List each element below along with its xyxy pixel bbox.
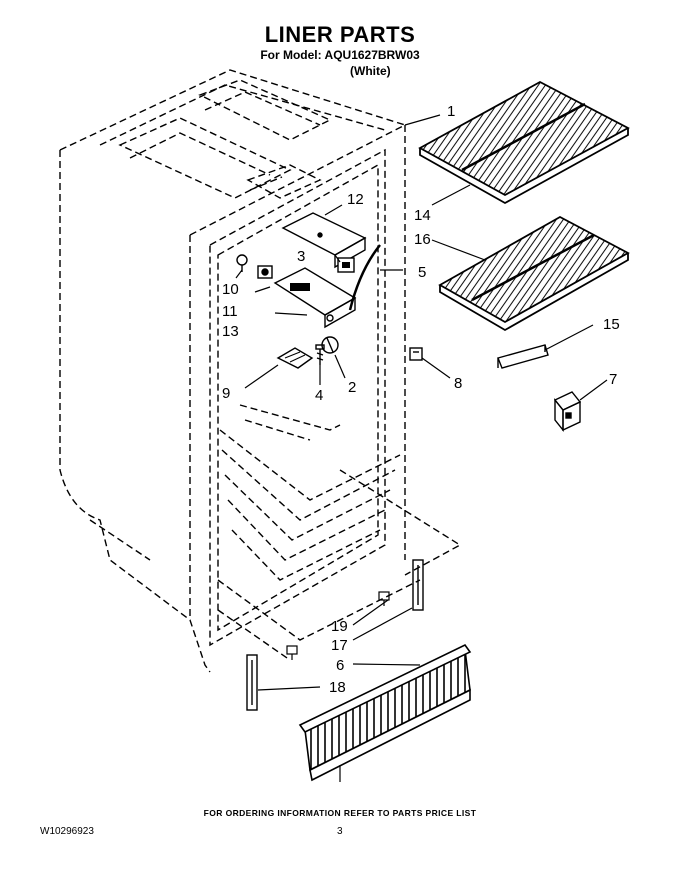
callout-19: 19	[331, 618, 348, 635]
switch-3	[337, 257, 355, 273]
rail-18	[246, 654, 258, 711]
callout-4: 4	[315, 387, 323, 404]
callout-6: 6	[336, 657, 344, 674]
wire-shelf-16	[438, 215, 630, 332]
cabinet-outline	[59, 69, 462, 673]
model-color: (White)	[350, 64, 391, 78]
callout-13: 13	[222, 323, 239, 340]
callout-2: 2	[348, 379, 356, 396]
block-7	[553, 391, 582, 432]
bulb-10	[236, 254, 248, 272]
basket-6	[298, 643, 472, 782]
callout-17: 17	[331, 637, 348, 654]
screw-4	[315, 344, 325, 365]
document-number: W10296923	[40, 826, 94, 837]
rail-17	[412, 559, 424, 611]
callout-10: 10	[222, 281, 239, 298]
harness-5	[348, 244, 381, 311]
callout-5: 5	[418, 264, 426, 281]
callout-16: 16	[414, 231, 431, 248]
callout-18: 18	[329, 679, 346, 696]
socket-11	[257, 265, 273, 279]
light-shield-12	[281, 212, 367, 269]
ordering-note: FOR ORDERING INFORMATION REFER TO PARTS …	[203, 808, 477, 818]
wire-shelf-14	[418, 80, 630, 205]
clip-8	[409, 347, 423, 361]
page-title: LINER PARTS	[264, 22, 416, 47]
callout-15: 15	[603, 316, 620, 333]
page-number: 3	[337, 826, 343, 837]
callout-12: 12	[347, 191, 364, 208]
callout-1: 1	[447, 103, 455, 120]
light-housing-13	[273, 267, 357, 329]
callout-14: 14	[414, 207, 431, 224]
callout-leaders	[235, 114, 608, 691]
callout-11: 11	[222, 303, 238, 320]
fastener-19b	[286, 645, 298, 660]
model-number: For Model: AQU1627BRW03	[260, 48, 420, 62]
callout-8: 8	[454, 375, 462, 392]
bracket-15	[497, 344, 549, 369]
callout-7: 7	[609, 371, 617, 388]
callout-9: 9	[222, 385, 230, 402]
lens-9	[276, 347, 314, 369]
callout-3: 3	[297, 248, 305, 265]
